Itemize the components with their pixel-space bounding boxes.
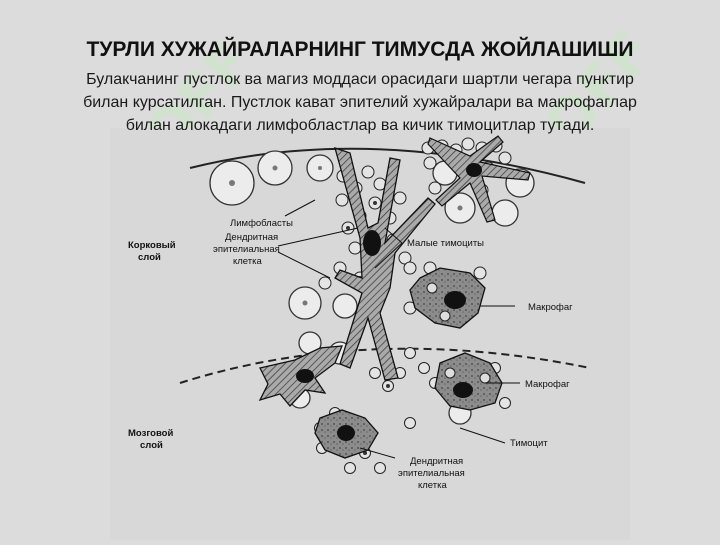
thymus-diagram: Лимфобласты Корковый слой Дендритная эпи… [110,128,630,540]
label-medulla-1: Мозговой [128,428,173,439]
subtitle-line: Булакчанинг пустлок ва магиз моддаси ора… [86,71,634,88]
label-dendritic-bot-3: клетка [418,480,447,491]
label-thymocyte: Тимоцит [510,438,548,449]
slide-title: ТУРЛИ ХУЖАЙРАЛАРНИНГ ТИМУСДА ЖОЙЛАШИШИ [86,38,634,61]
label-dendritic-top-1: Дендритная [225,232,278,243]
label-lymphoblasts: Лимфобласты [230,218,293,229]
label-medulla-2: слой [140,440,163,451]
label-cortex-2: слой [138,252,161,263]
label-macrophage-bottom: Макрофаг [525,379,570,390]
subtitle-line: билан курсатилган. Пустлок кават эпители… [83,94,637,111]
label-dendritic-bot-2: эпителиальная [398,468,465,479]
slide-subtitle: Булакчанинг пустлок ва магиз моддаси ора… [40,68,680,137]
label-dendritic-bot-1: Дендритная [410,456,463,467]
label-dendritic-top-3: клетка [233,256,262,267]
label-dendritic-top-2: эпителиальная [213,244,280,255]
label-macrophage-top: Макрофаг [528,302,573,313]
subtitle-line: билан алокадаги лимфобластлар ва кичик т… [125,117,595,134]
label-cortex-1: Корковый [128,240,176,251]
label-small-thymocytes: Малые тимоциты [407,238,484,249]
